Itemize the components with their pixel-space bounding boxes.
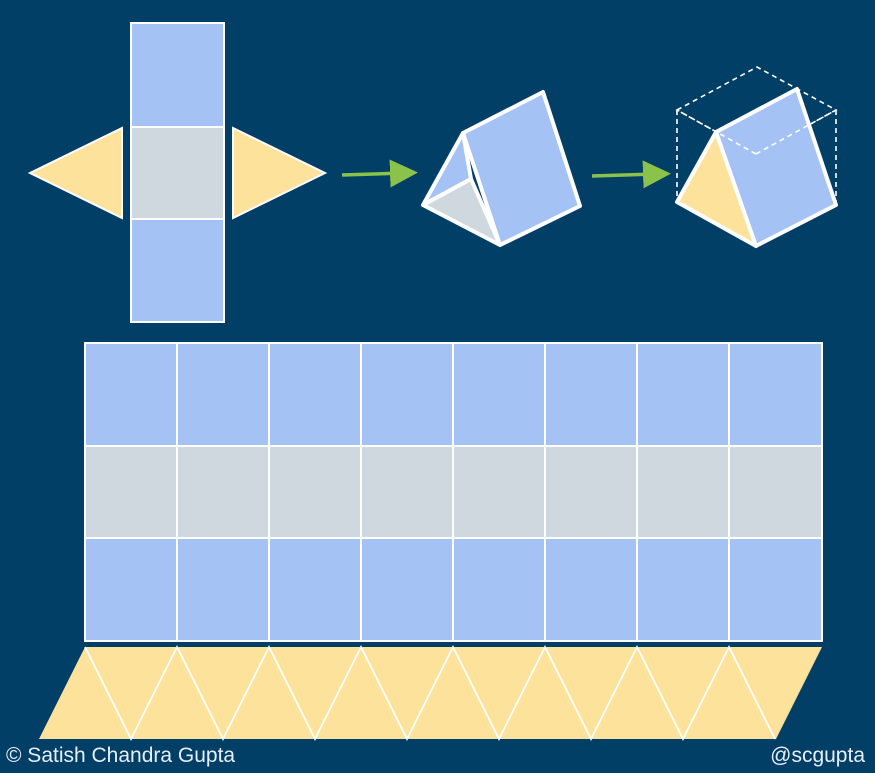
arrow-close <box>591 160 671 189</box>
arrow-fold <box>341 159 418 188</box>
copyright-text: © Satish Chandra Gupta <box>6 744 236 767</box>
net-right-triangle <box>232 126 328 220</box>
net-middle-face <box>130 126 225 220</box>
net-bottom-face <box>130 218 225 323</box>
closed-prism-side-face <box>714 87 838 248</box>
triangle-strip-lines <box>84 644 776 742</box>
author-handle: @scgupta <box>770 744 865 767</box>
triangle-tiling <box>39 644 822 742</box>
rectangle-tiling <box>84 342 823 642</box>
net-left-triangle <box>27 126 123 220</box>
net-top-face <box>130 22 225 128</box>
tiling-grid-lines <box>84 342 823 642</box>
prism-net <box>27 22 328 323</box>
folded-prism-front-face <box>461 90 582 247</box>
closed-prism <box>675 66 838 248</box>
folded-prism-gray-face <box>421 177 502 247</box>
folded-prism <box>421 90 582 247</box>
hidden-edges <box>676 109 837 155</box>
